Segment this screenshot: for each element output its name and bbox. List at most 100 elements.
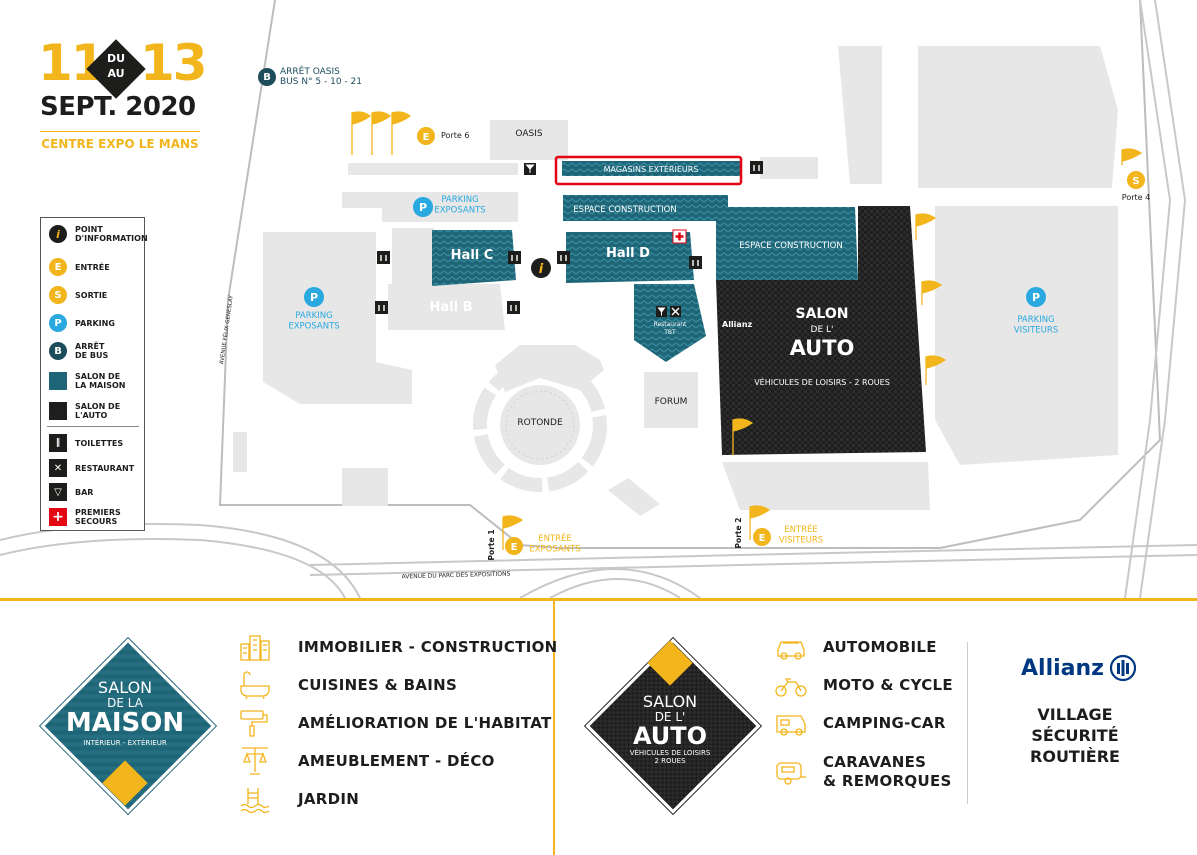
forum-building — [644, 372, 698, 428]
parking-letter-2: P — [310, 291, 318, 304]
first-aid-cross-icon: + — [49, 508, 67, 526]
building-east-top — [838, 46, 882, 184]
legend-toilettes: ‖ TOILETTES — [49, 434, 123, 452]
salon-auto-line2: DE L' — [811, 325, 834, 335]
entrance-markers — [417, 127, 1145, 555]
salons-footer: SALON DE LA MAISON INTÉRIEUR - EXTÉRIEUR… — [0, 598, 1197, 855]
oasis-building — [490, 120, 568, 160]
salon-auto-sub: VÉHICULES DE LOISIRS - 2 ROUES — [754, 376, 890, 387]
hall-c — [432, 230, 516, 286]
venue: CENTRE EXPO LE MANS — [40, 131, 200, 151]
forum-label: FORUM — [655, 397, 688, 407]
road-loop — [519, 568, 701, 598]
espace-construction-1 — [563, 195, 728, 221]
restaurant-tbt-icons — [656, 306, 681, 317]
bus-lines-label: BUS N° 5 - 10 - 21 — [280, 77, 362, 87]
restaurant-label-line: TBT — [663, 329, 676, 336]
end-day: 13 — [140, 34, 208, 92]
hall-b-building — [388, 284, 505, 330]
restaurant-tbt-building — [634, 284, 706, 362]
auto-swatch-icon — [49, 402, 67, 420]
magasins-highlight-box — [554, 155, 743, 186]
parking-visiteurs-label-line: VISITEURS — [1014, 326, 1058, 336]
magasins-exterieurs-building — [562, 161, 740, 176]
flag-icons — [351, 111, 1143, 550]
info-icon: i — [49, 225, 67, 243]
legend-bus: B ARRÊT DE BUS — [49, 342, 108, 360]
lamp-icon — [242, 747, 268, 775]
road-south — [309, 544, 1197, 566]
legend-entree: E ENTRÉE — [49, 258, 110, 276]
au-label: AU — [107, 67, 125, 80]
entree-exposants-label-line: EXPOSANTS — [529, 545, 580, 555]
hall-d — [566, 232, 694, 283]
porte4-label: Porte 4 — [1122, 193, 1150, 202]
parking-visiteurs-label-line: PARKING — [1017, 315, 1054, 325]
small-building-s — [608, 478, 660, 516]
oasis-label: OASIS — [515, 129, 542, 139]
espace-construction-2-label: ESPACE CONSTRUCTION — [739, 241, 842, 251]
category-label: CAMPING-CAR — [823, 713, 946, 732]
legend-info: i POINT D'INFORMATION — [49, 225, 148, 243]
bathtub-icon — [240, 671, 270, 700]
road-loop-2 — [549, 578, 681, 598]
auto-category: CAMPING-CAR — [774, 708, 946, 738]
auto-line2: DE L' — [654, 710, 686, 724]
entree-visiteurs-label-line: VISITEURS — [779, 536, 823, 546]
auto-category: AUTOMOBILE — [774, 632, 937, 662]
maison-line2: DE LA — [107, 696, 143, 710]
footer-divider — [553, 598, 555, 855]
buildings-icon — [240, 635, 270, 661]
restaurant-icon: ✕ — [49, 459, 67, 477]
village-securite: VILLAGE SÉCURITÉ ROUTIÈRE — [1030, 705, 1120, 766]
map-legend: i POINT D'INFORMATION E ENTRÉE S SORTIE … — [40, 217, 148, 531]
legend-restaurant: ✕ RESTAURANT — [49, 459, 134, 477]
toilet-icon: ‖ — [49, 434, 67, 452]
salon-auto-line1: SALON — [796, 306, 849, 322]
bar-glass-icon: ▽ — [49, 483, 67, 501]
auto-line3: AUTO — [632, 722, 708, 750]
avenue-felix-label: AVENUE FÉLIX GENESLAY — [217, 294, 235, 365]
month-year: SEPT. 2020 — [40, 92, 196, 122]
maison-category: CUISINES & BAINS — [238, 670, 457, 700]
avenue-parc-label: AVENUE DU PARC DES EXPOSITIONS — [401, 571, 510, 581]
road-south-2 — [309, 554, 1197, 576]
entree-exposants-label-line: ENTRÉE — [538, 532, 572, 544]
legend-label: SALON DE L'AUTO — [75, 402, 121, 420]
allianz-small-label: Allianz — [722, 320, 753, 329]
maison-swatch-icon — [49, 372, 67, 390]
legend-bar: ▽ BAR — [49, 483, 93, 501]
parking-exposants-left-lot — [263, 232, 412, 404]
south-east-lot — [722, 462, 930, 510]
parking-letter-3: P — [1032, 291, 1040, 304]
hall-b-label: Hall B — [430, 300, 473, 315]
legend-label: BAR — [75, 487, 94, 497]
maison-line1: SALON — [97, 678, 153, 697]
legend-label: SALON DE LA MAISON — [75, 372, 126, 390]
legend-secours: + PREMIERS SECOURS — [49, 508, 121, 526]
toilet-icons — [375, 161, 763, 314]
auto-sub: VÉHICULES DE LOISIRS 2 ROUES — [629, 749, 711, 765]
hall-c-grey — [392, 228, 434, 284]
porte2-label: Porte 2 — [734, 518, 743, 549]
small-building-sw — [342, 468, 388, 506]
allianz-name: Allianz — [1021, 655, 1104, 681]
site-boundary — [218, 0, 1162, 549]
legend-label: POINT D'INFORMATION — [75, 225, 148, 243]
sortie-icon: S — [49, 286, 67, 304]
legend-label: PREMIERS SECOURS — [75, 508, 121, 526]
parking-visiteurs-lot — [935, 206, 1118, 465]
legend-label: TOILETTES — [75, 438, 124, 448]
rotonde-outer — [473, 358, 607, 492]
parking-exposants-left-label-line: EXPOSANTS — [288, 322, 339, 332]
legend-label: ARRÊT DE BUS — [75, 342, 109, 360]
du-label: DU — [106, 52, 126, 65]
rotonde-label: ROTONDE — [517, 418, 563, 428]
parking-exposants-top-label-line: EXPOSANTS — [434, 206, 485, 216]
road-east — [1124, 0, 1172, 598]
sponsor-divider — [967, 642, 968, 804]
